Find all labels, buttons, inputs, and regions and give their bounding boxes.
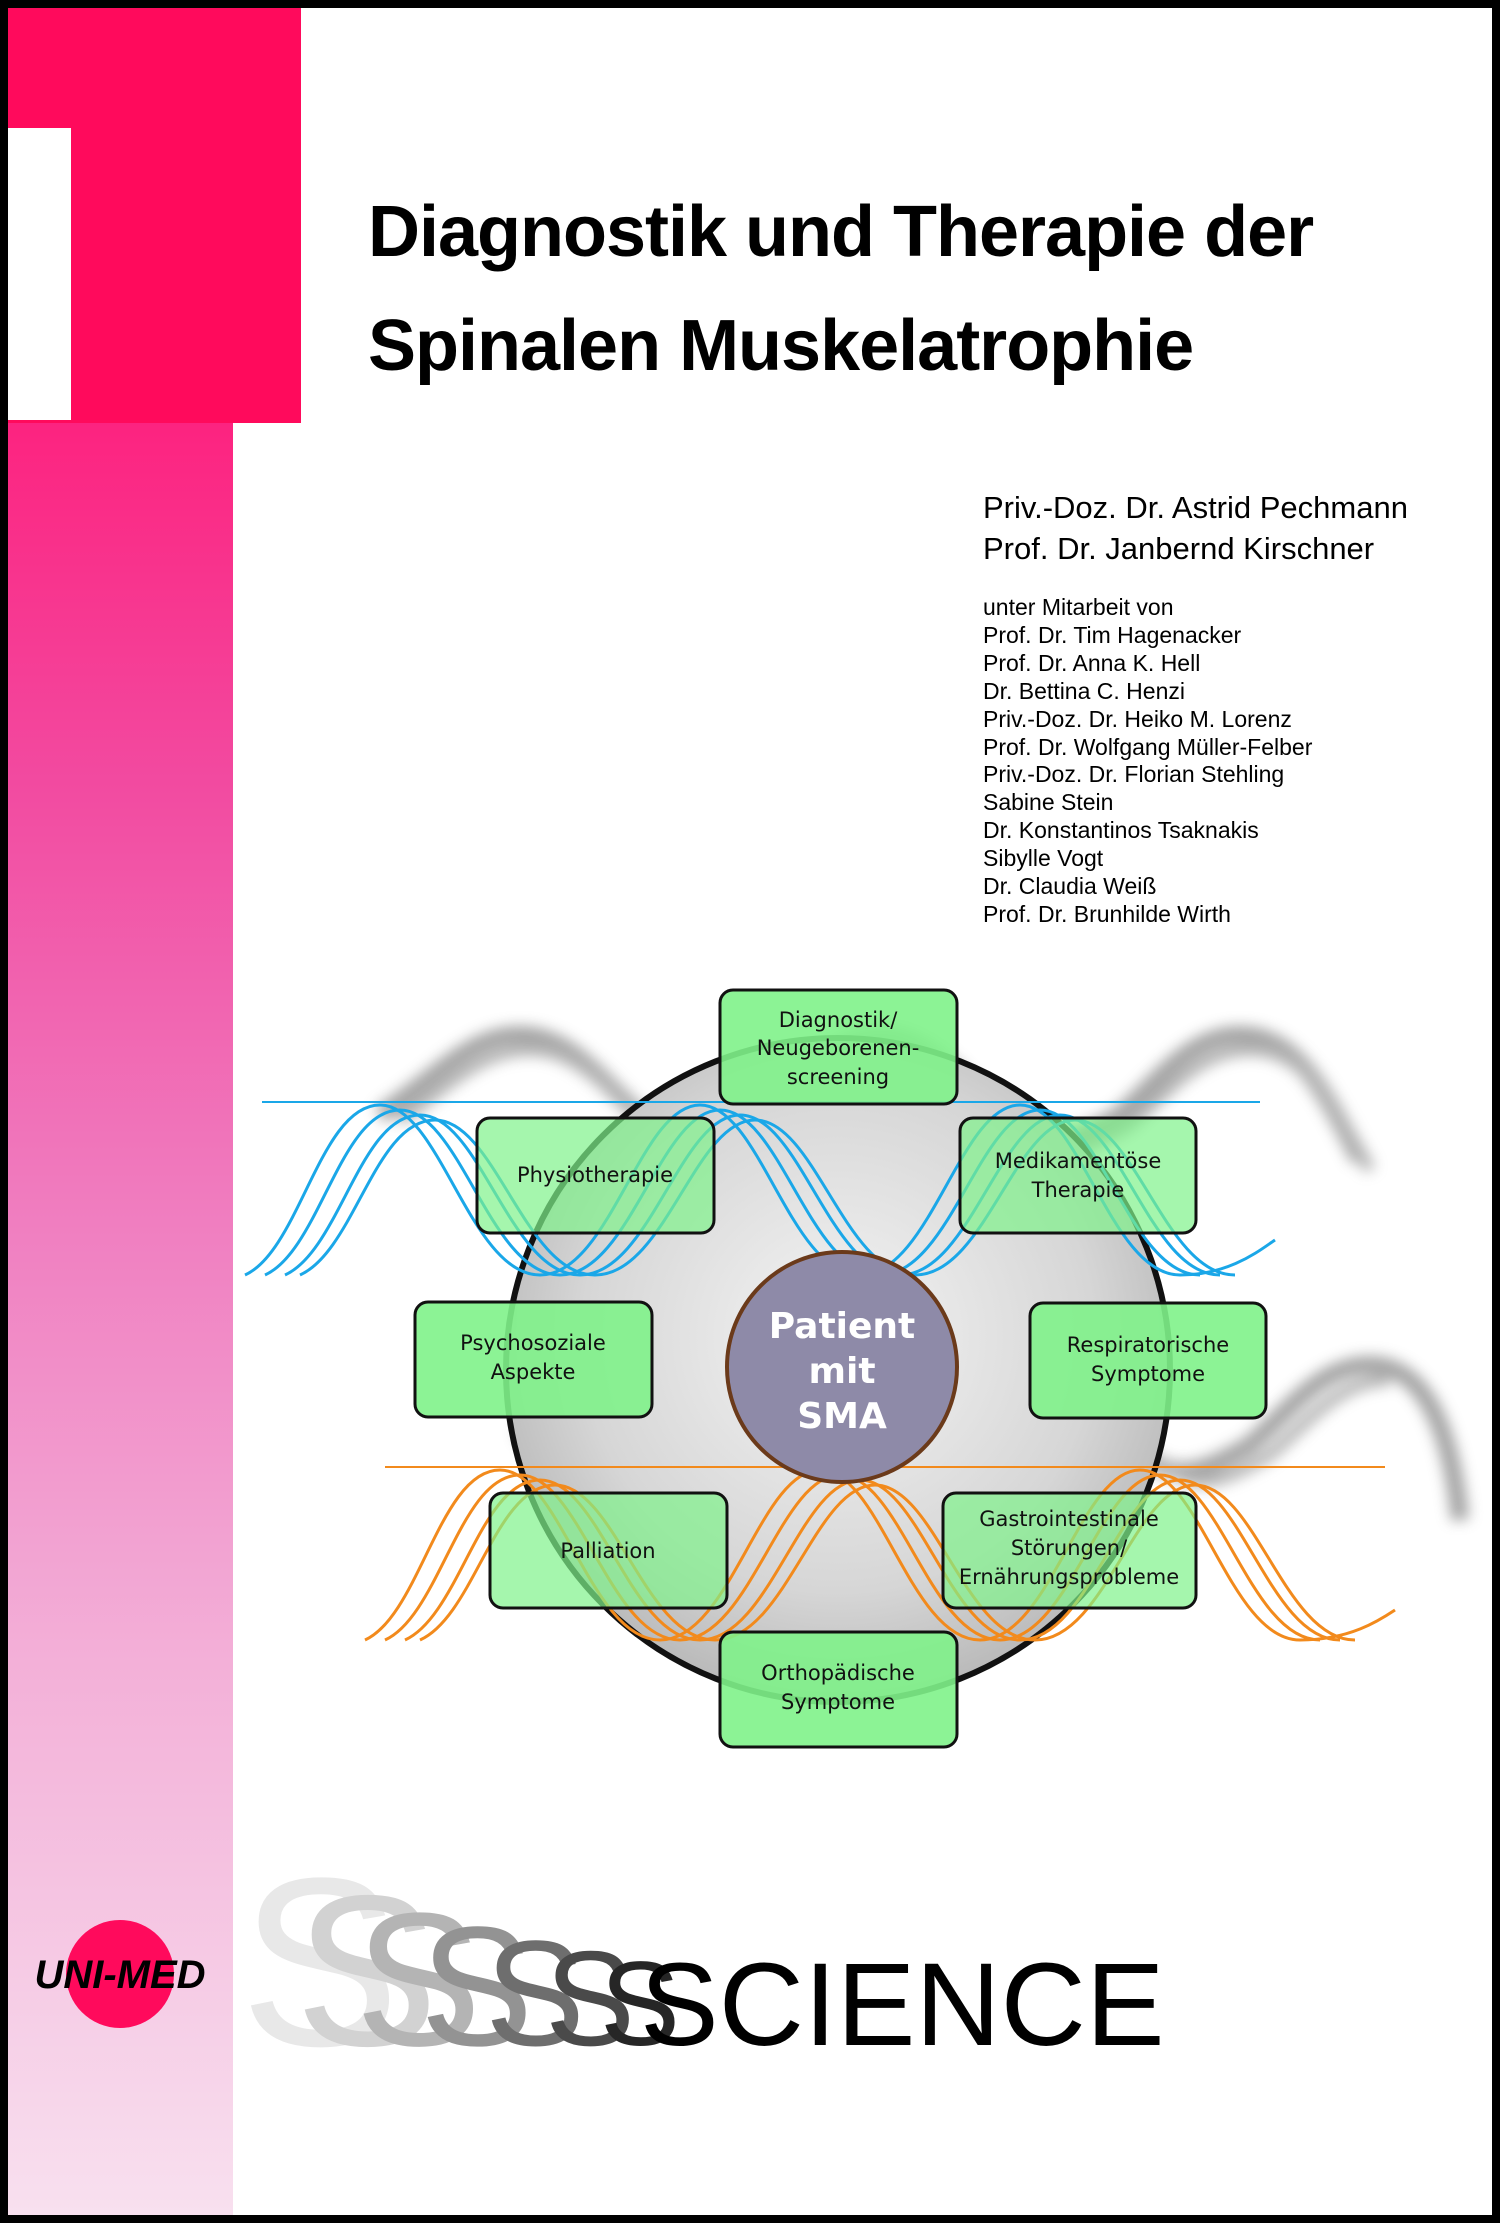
box-label-line: Störungen/ xyxy=(1011,1536,1128,1560)
contributor-name: Prof. Dr. Brunhilde Wirth xyxy=(983,900,1231,927)
box-physiotherapie: Physiotherapie xyxy=(475,1116,716,1235)
center-node: Patient mit SMA xyxy=(725,1250,959,1484)
box-label-line: screening xyxy=(787,1065,889,1089)
contributors-intro: unter Mitarbeit von xyxy=(983,594,1174,620)
box-diagnostik: Diagnostik/ Neugeborenen- screening xyxy=(718,988,959,1106)
box-label-line: Diagnostik/ xyxy=(779,1008,899,1032)
box-psychosoziale-aspekte: Psychosoziale Aspekte xyxy=(413,1300,654,1419)
contributor-name: Dr. Claudia Weiß xyxy=(983,873,1157,900)
center-label-line: mit xyxy=(808,1351,875,1392)
box-gastrointestinale-stoerungen: Gastrointestinale Störungen/ Ernährungsp… xyxy=(941,1491,1198,1610)
box-label-line: Neugeborenen- xyxy=(757,1036,920,1060)
box-medikamentoese-therapie: Medikamentöse Therapie xyxy=(958,1116,1198,1235)
box-label-line: Psychosoziale xyxy=(460,1331,606,1355)
contributor-name: Priv.-Doz. Dr. Heiko M. Lorenz xyxy=(983,705,1292,732)
box-label-line: Physiotherapie xyxy=(517,1163,673,1187)
gradient-s-letter: S xyxy=(420,1892,533,2080)
gradient-s-letter: S xyxy=(355,1874,482,2080)
box-label-line: Orthopädische xyxy=(761,1661,915,1685)
logo-circle xyxy=(66,1920,174,2028)
box-label-line: Palliation xyxy=(560,1539,655,1563)
center-label-line: Patient xyxy=(769,1306,916,1347)
gradient-s-letter: S xyxy=(240,1830,400,2080)
science-word: SCIENCE xyxy=(640,1939,1165,2071)
publisher-name: UNI-MED xyxy=(34,1953,205,1997)
author-name: Priv.-Doz. Dr. Astrid Pechmann xyxy=(983,490,1408,525)
contributors: unter Mitarbeit von Prof. Dr. Tim Hagena… xyxy=(983,594,1312,929)
contributor-name: Sibylle Vogt xyxy=(983,845,1104,872)
box-palliation: Palliation xyxy=(488,1491,729,1610)
authors: Priv.-Doz. Dr. Astrid Pechmann Prof. Dr.… xyxy=(983,487,1408,569)
box-label-line: Symptome xyxy=(1091,1362,1205,1386)
gradient-s-letter: S xyxy=(600,1937,680,2071)
box-label-line: Medikamentöse xyxy=(995,1149,1162,1173)
center-label-line: SMA xyxy=(797,1396,887,1437)
uni-med-logo: UNI-MED xyxy=(34,1920,206,2028)
box-orthopaedische-symptome: Orthopädische Symptome xyxy=(718,1630,959,1749)
author-name: Prof. Dr. Janbernd Kirschner xyxy=(983,531,1375,566)
contributor-name: Priv.-Doz. Dr. Florian Stehling xyxy=(983,761,1285,788)
gradient-s-letter: S xyxy=(295,1850,438,2080)
contributor-name: Prof. Dr. Anna K. Hell xyxy=(983,649,1201,676)
box-respiratorische-symptome: Respiratorische Symptome xyxy=(1028,1301,1268,1420)
contributor-name: Dr. Konstantinos Tsaknakis xyxy=(983,817,1259,844)
box-label-line: Aspekte xyxy=(491,1360,576,1384)
science-series-wordmark: S S S S S S S SCIENCE xyxy=(240,1830,1165,2080)
white-notch xyxy=(8,128,71,420)
contributor-name: Prof. Dr. Wolfgang Müller-Felber xyxy=(983,733,1313,760)
book-title: Diagnostik und Therapie der Spinalen Mus… xyxy=(368,192,1314,386)
box-label-line: Ernährungsprobleme xyxy=(959,1565,1179,1589)
box-label-line: Respiratorische xyxy=(1067,1333,1229,1357)
gradient-s-letter: S xyxy=(485,1909,585,2077)
contributor-name: Sabine Stein xyxy=(983,789,1114,816)
gradient-s-letter: S xyxy=(545,1923,635,2074)
contributor-name: Dr. Bettina C. Henzi xyxy=(983,677,1185,704)
box-label-line: Symptome xyxy=(781,1690,895,1714)
contributor-name: Prof. Dr. Tim Hagenacker xyxy=(983,621,1242,648)
box-label-line: Gastrointestinale xyxy=(979,1507,1159,1531)
box-label-line: Therapie xyxy=(1031,1178,1125,1202)
